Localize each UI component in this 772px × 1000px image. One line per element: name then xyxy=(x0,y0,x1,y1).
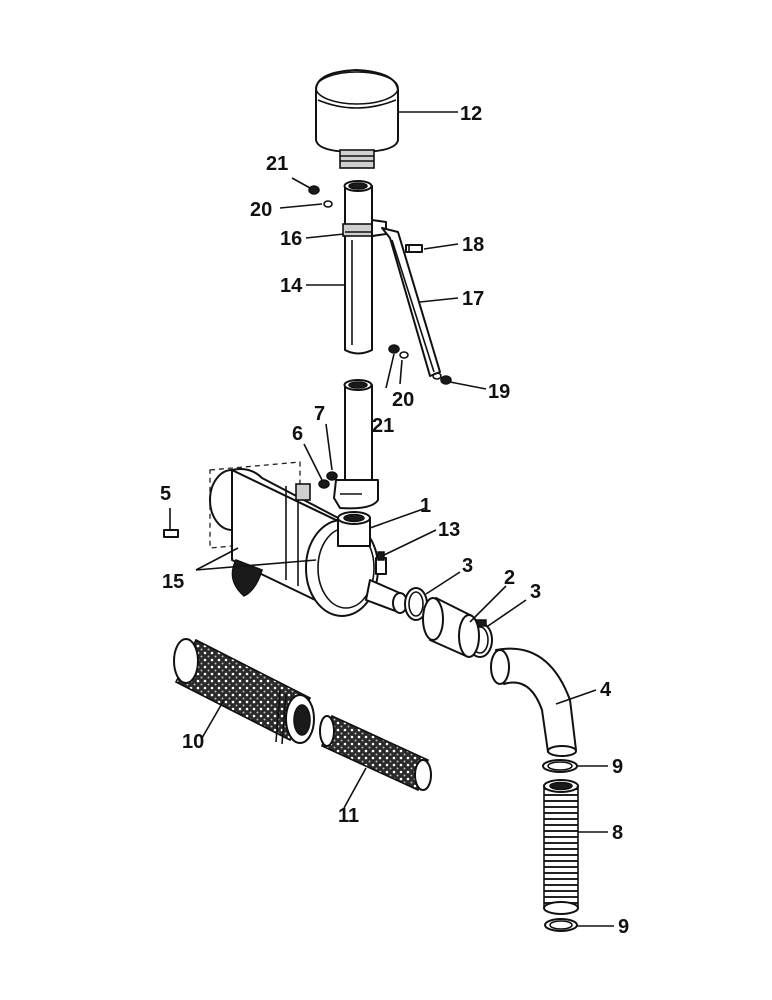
callout-12: 12 xyxy=(460,103,482,125)
leader-lines xyxy=(169,111,614,927)
nut-6 xyxy=(318,479,330,489)
callout-13: 13 xyxy=(438,519,460,541)
callout-5: 5 xyxy=(160,483,171,505)
air-cleaner-housing xyxy=(209,461,408,617)
primary-filter-element xyxy=(173,638,315,745)
callout-7: 7 xyxy=(314,403,325,425)
intake-pipe-lower xyxy=(333,379,379,510)
callout-15: 15 xyxy=(162,571,184,593)
nut-mid xyxy=(388,344,400,354)
callout-8: 8 xyxy=(612,822,623,844)
callout-4: 4 xyxy=(600,679,612,701)
safety-filter-element xyxy=(319,714,432,792)
bolt-19 xyxy=(432,372,452,385)
callout-1: 1 xyxy=(420,495,431,517)
callout-19: 19 xyxy=(488,381,510,403)
pre-cleaner-cap xyxy=(315,69,399,169)
mounting-bolt xyxy=(163,529,179,538)
corrugated-hose xyxy=(543,779,579,915)
callout-3-right: 3 xyxy=(530,581,541,603)
nut-top xyxy=(308,185,320,195)
hose-coupling xyxy=(422,597,480,658)
washer-top xyxy=(323,200,333,208)
bolt-18 xyxy=(405,244,423,253)
callout-6: 6 xyxy=(292,423,303,445)
callout-21-top: 21 xyxy=(266,153,288,175)
callout-9-lower: 9 xyxy=(618,916,629,938)
hose-clamp-9-upper xyxy=(542,759,578,773)
washer-7 xyxy=(326,471,338,481)
callout-9-upper: 9 xyxy=(612,756,623,778)
callout-16: 16 xyxy=(280,228,302,250)
elbow-hose xyxy=(490,647,577,757)
callout-14: 14 xyxy=(280,275,303,297)
callouts: 12 21 20 16 18 14 17 19 20 21 7 6 5 1 13… xyxy=(160,103,629,938)
washer-mid xyxy=(399,351,409,359)
callout-21-mid: 21 xyxy=(372,415,394,437)
callout-11: 11 xyxy=(338,805,359,827)
callout-17: 17 xyxy=(462,288,484,310)
intake-pipe-upper xyxy=(343,180,373,355)
hose-clamp-9-lower xyxy=(544,918,578,932)
pipe-clamp xyxy=(342,219,387,237)
callout-20-mid: 20 xyxy=(392,389,414,411)
callout-10: 10 xyxy=(182,731,204,753)
callout-2: 2 xyxy=(504,567,515,589)
callout-18: 18 xyxy=(462,234,484,256)
restriction-indicator xyxy=(375,551,387,575)
callout-20-top: 20 xyxy=(250,199,272,221)
callout-3-left: 3 xyxy=(462,555,473,577)
